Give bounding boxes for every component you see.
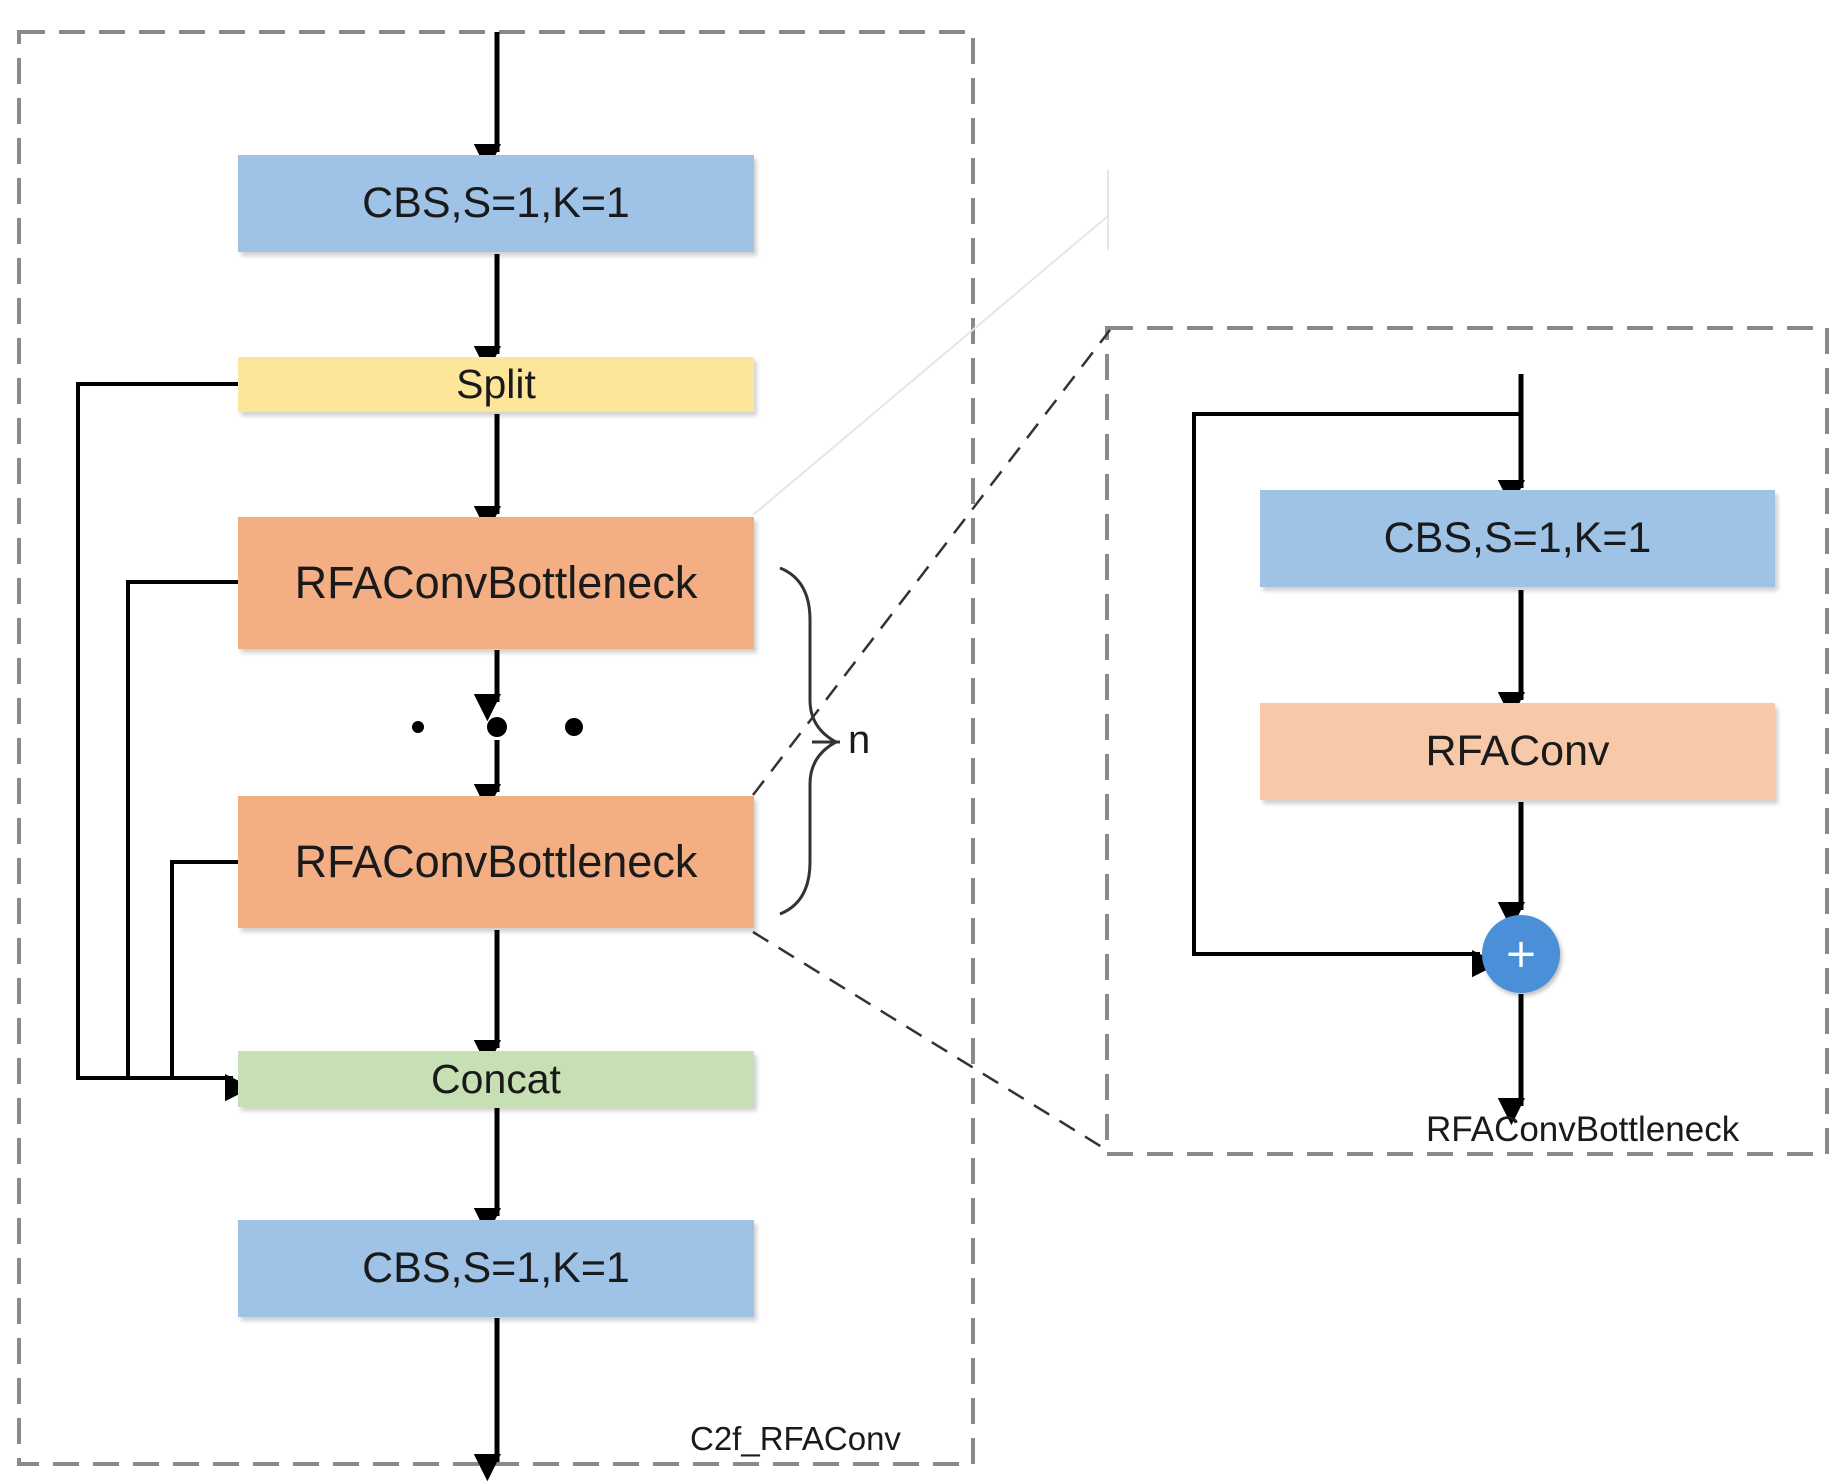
cbs-bottom-block: CBS,S=1,K=1 — [238, 1220, 754, 1317]
cbs-top-block: CBS,S=1,K=1 — [238, 155, 754, 252]
detail-block-title: RFAConvBottleneck — [1426, 1110, 1740, 1149]
zoom-guide-lower — [752, 930, 1111, 1154]
rfaconv-block: RFAConv — [1260, 703, 1775, 800]
bottleneck-2-label: RFAConvBottleneck — [294, 836, 698, 887]
cbs-bottom-label: CBS,S=1,K=1 — [362, 1244, 630, 1292]
bottleneck-block-1: RFAConvBottleneck — [238, 517, 754, 649]
ellipsis-dot-center — [487, 717, 507, 737]
repeat-count-label: n — [848, 718, 871, 762]
bottleneck-1-label: RFAConvBottleneck — [294, 557, 698, 608]
bottleneck-block-2: RFAConvBottleneck — [238, 796, 754, 928]
ellipsis-dot-left — [412, 721, 424, 733]
detail-cbs-label: CBS,S=1,K=1 — [1383, 514, 1652, 562]
detail-cbs-block: CBS,S=1,K=1 — [1260, 490, 1775, 587]
cbs-top-label: CBS,S=1,K=1 — [362, 179, 630, 227]
concat-label: Concat — [431, 1055, 561, 1102]
detail-residual-connection — [1192, 412, 1521, 978]
rfaconv-label: RFAConv — [1425, 727, 1610, 775]
skip-bottleneck2-to-concat — [170, 860, 238, 1078]
ellipsis-dot-right — [565, 718, 583, 736]
add-symbol: + — [1504, 931, 1538, 977]
skip-split-to-concat — [76, 382, 253, 1102]
add-node: + — [1482, 915, 1560, 993]
faint-guide-upper — [752, 215, 1109, 516]
zoom-guide-upper — [752, 329, 1111, 796]
skip-bottleneck1-to-concat — [126, 580, 238, 1078]
split-label: Split — [456, 361, 536, 407]
concat-block: Concat — [238, 1051, 754, 1107]
split-block: Split — [238, 357, 754, 412]
detail-block-frame — [1105, 326, 1829, 1156]
main-block-title: C2f_RFAConv — [690, 1420, 901, 1457]
